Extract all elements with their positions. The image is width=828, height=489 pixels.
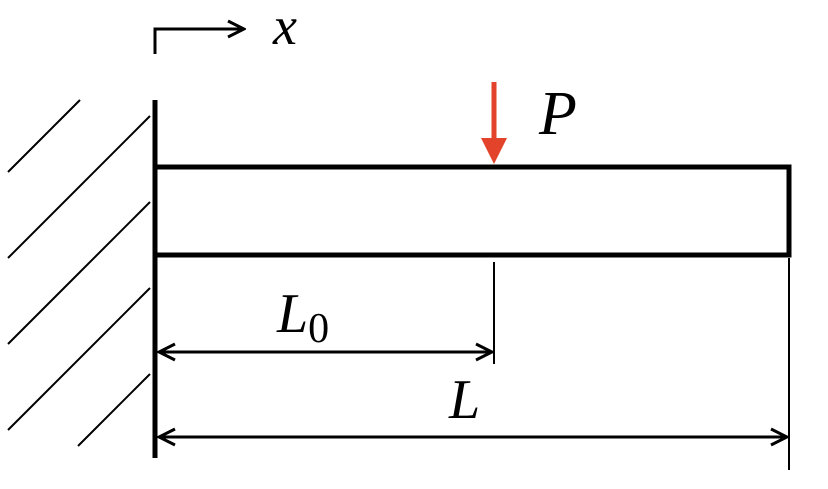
x-axis-arrow [153,29,244,54]
fixed-support-hatching [7,99,151,447]
x-axis-label: x [272,0,297,56]
load-label: P [538,80,577,148]
dimension-label-l0-main: L [276,283,308,345]
dimension-label-l0-subscript: 0 [308,306,329,352]
dimension-label-l0: L0 [276,283,329,352]
dimension-label-l: L [448,369,480,431]
load-arrow [481,82,507,164]
beam [152,164,792,258]
